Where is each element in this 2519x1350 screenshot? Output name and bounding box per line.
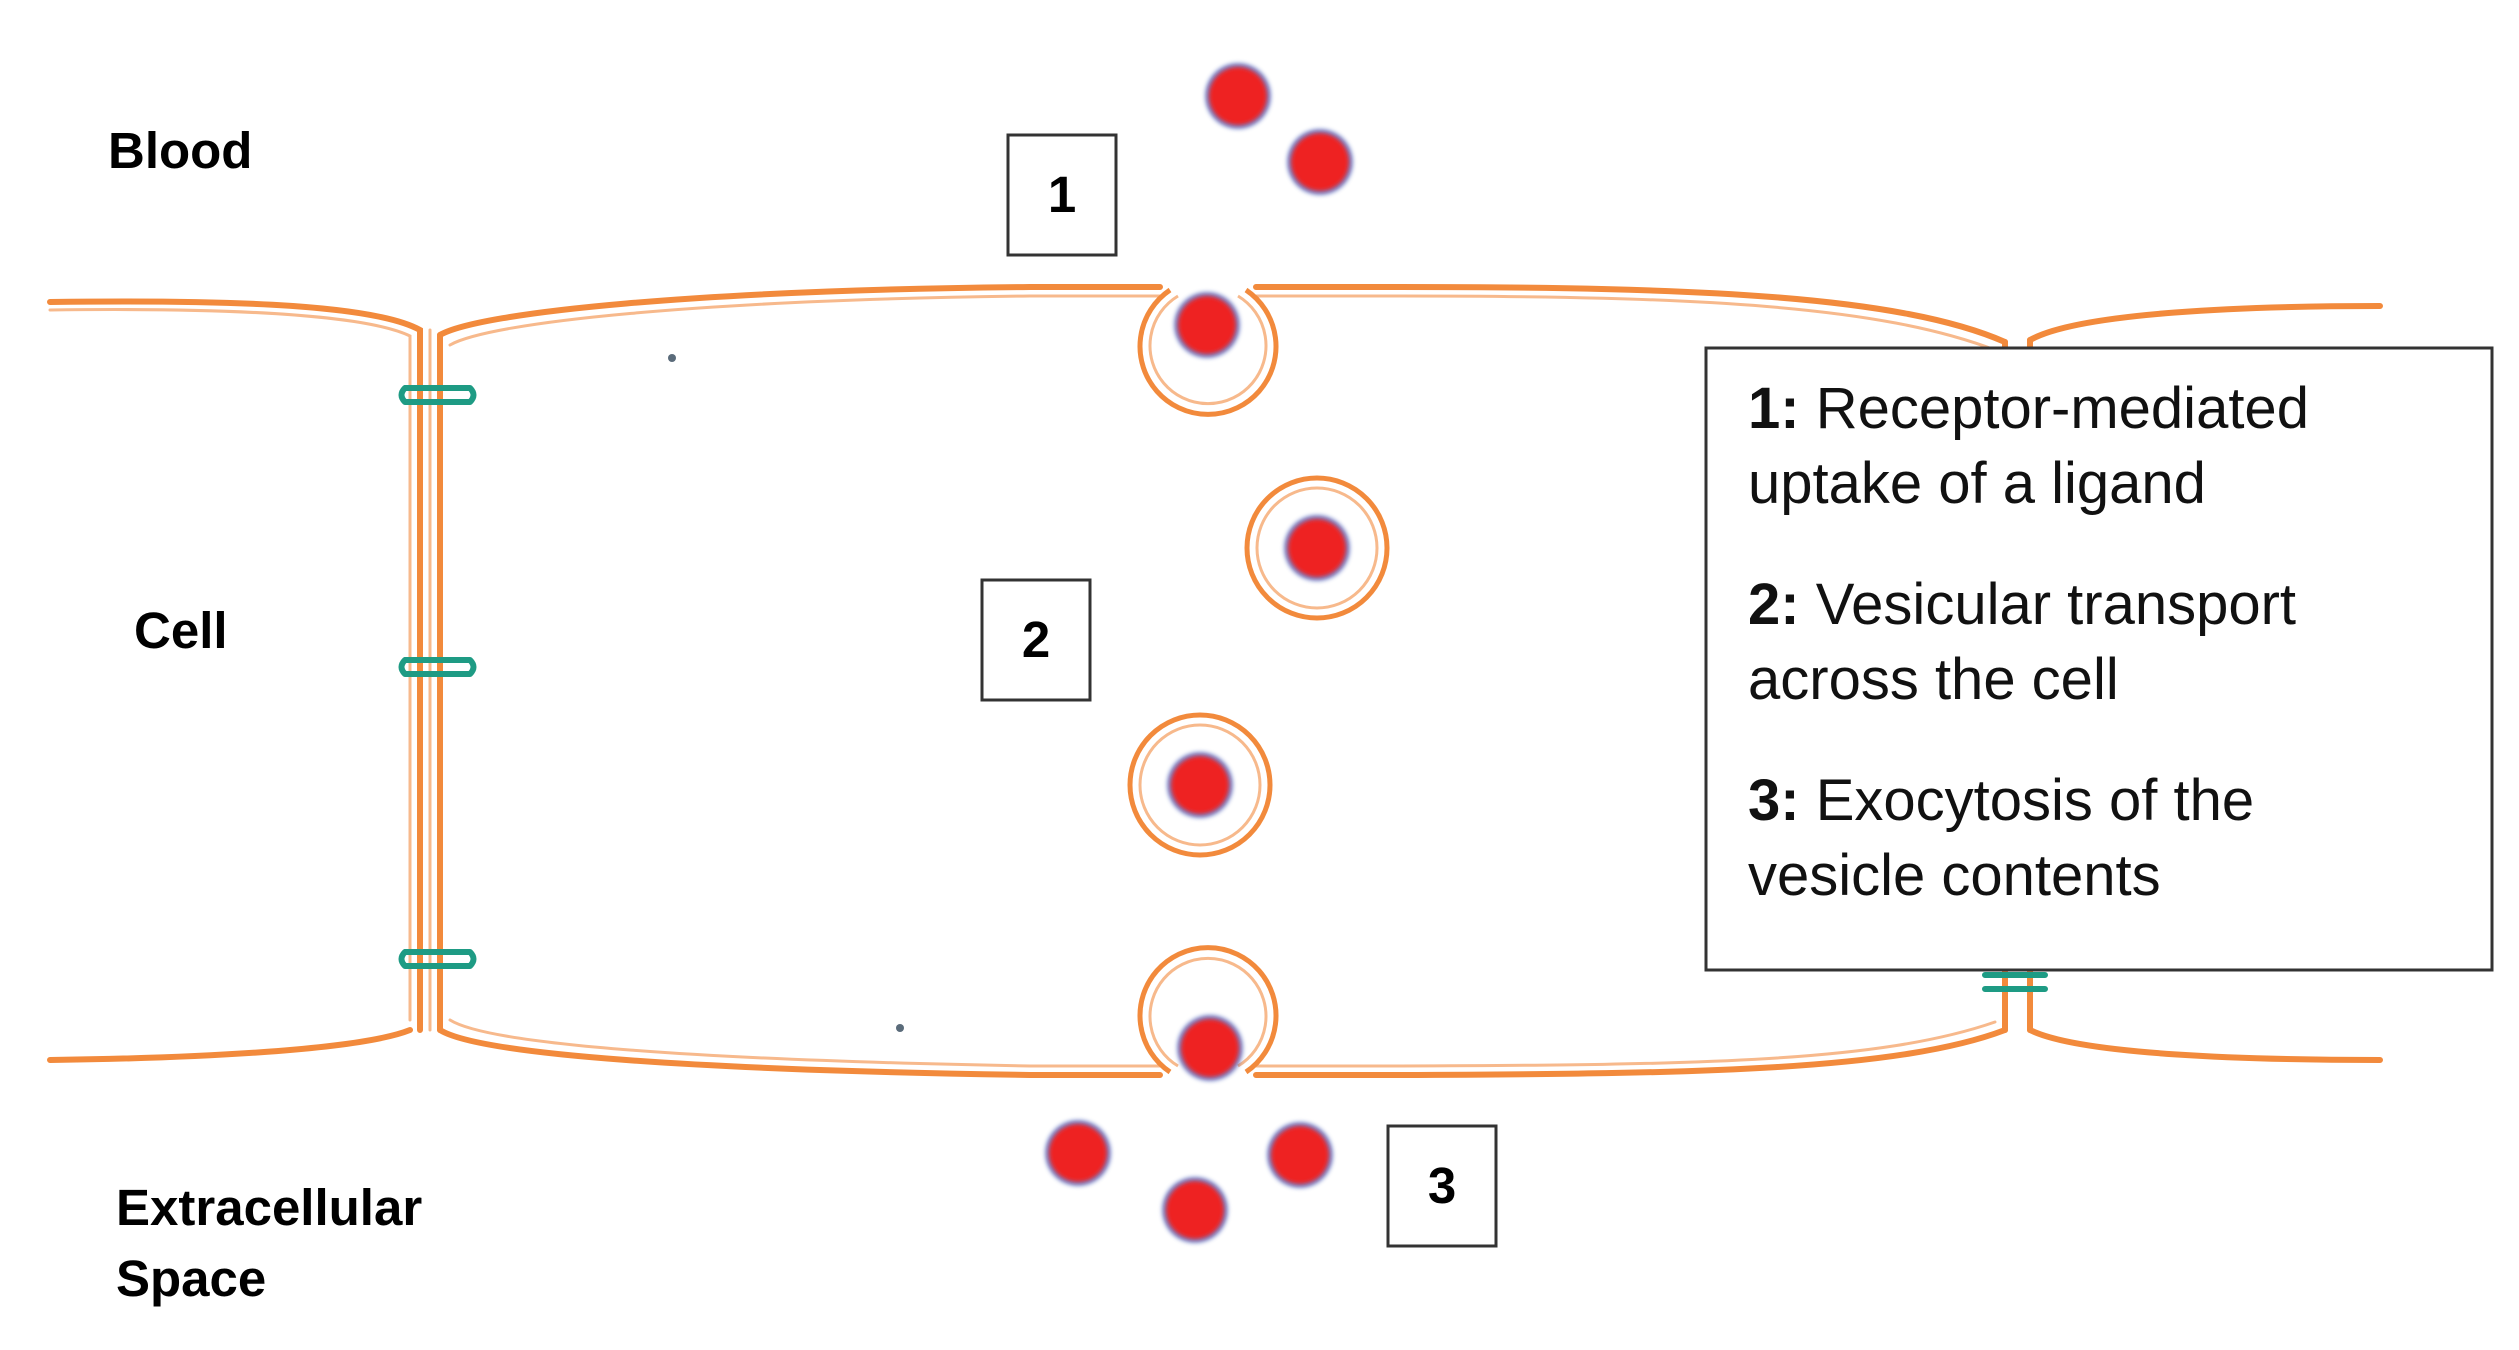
legend-item-3: 3: Exocytosis of the [1748,768,2254,833]
step-box-2: 2 [980,578,1092,702]
vesicles [1127,287,1390,1075]
legend-box: 1: Receptor-mediated uptake of a ligand … [1704,346,2494,972]
basal-membrane-main [437,1027,2008,1078]
svg-text:3: 3 [1428,1157,1456,1214]
basal-membrane-left-neighbor [47,1027,413,1063]
ligand-particle [1162,1177,1228,1243]
legend-item-3-line2: vesicle contents [1748,843,2161,908]
legend-item-1: 1: Receptor-mediated [1748,376,2309,441]
legend-item-1-line2: uptake of a ligand [1748,451,2206,516]
apical-membrane-left-neighbor [48,308,412,1022]
label-extracellular: Extracellular [116,1179,422,1236]
tight-junctions [398,385,2048,992]
legend-item-2: 2: Vesicular transport [1748,572,2296,637]
transport-vesicle-upper-inner [1255,486,1379,610]
label-blood: Blood [108,122,252,179]
ligand-particles [1045,63,1353,1243]
ligand-particle [1167,752,1233,818]
label-cell: Cell [134,602,228,659]
step-box-3: 3 [1386,1124,1498,1248]
transport-vesicle-lower [1127,712,1273,858]
ligand-particle [1267,1122,1333,1188]
step-box-1: 1 [1006,133,1118,257]
legend-item-2-line2: across the cell [1748,647,2119,712]
debris-dot [668,354,676,362]
ligand-particle [1287,129,1353,195]
transport-vesicle-upper [1244,475,1390,621]
endocytic-vesicle [1137,287,1279,417]
apical-membrane-inner [448,294,1997,352]
tight-junction-bottom [398,949,477,969]
apical-membrane-main [437,284,2008,345]
svg-text:1: 1 [1048,166,1076,223]
label-space: Space [116,1250,266,1307]
ligand-particle [1177,1015,1243,1081]
apical-membrane [47,298,423,1033]
basal-membrane-right-neighbor [2027,1027,2383,1063]
apical-membrane-right-neighbor [2027,303,2383,343]
basal-membrane-inner [448,1018,1997,1068]
tight-junction-top [398,385,477,405]
exocytic-vesicle [1137,945,1279,1075]
debris-dot [896,1024,904,1032]
ligand-particle [1045,1120,1111,1186]
ligand-particle [1174,292,1240,358]
exocytic-vesicle-inner [1148,956,1268,1068]
endocytic-vesicle-inner [1148,294,1268,406]
tight-junction-right [1982,972,2048,992]
transport-vesicle-lower-inner [1138,723,1262,847]
ligand-particle [1284,515,1350,581]
ligand-particle [1205,63,1271,129]
tight-junction-middle [398,657,477,677]
svg-text:2: 2 [1022,611,1050,668]
